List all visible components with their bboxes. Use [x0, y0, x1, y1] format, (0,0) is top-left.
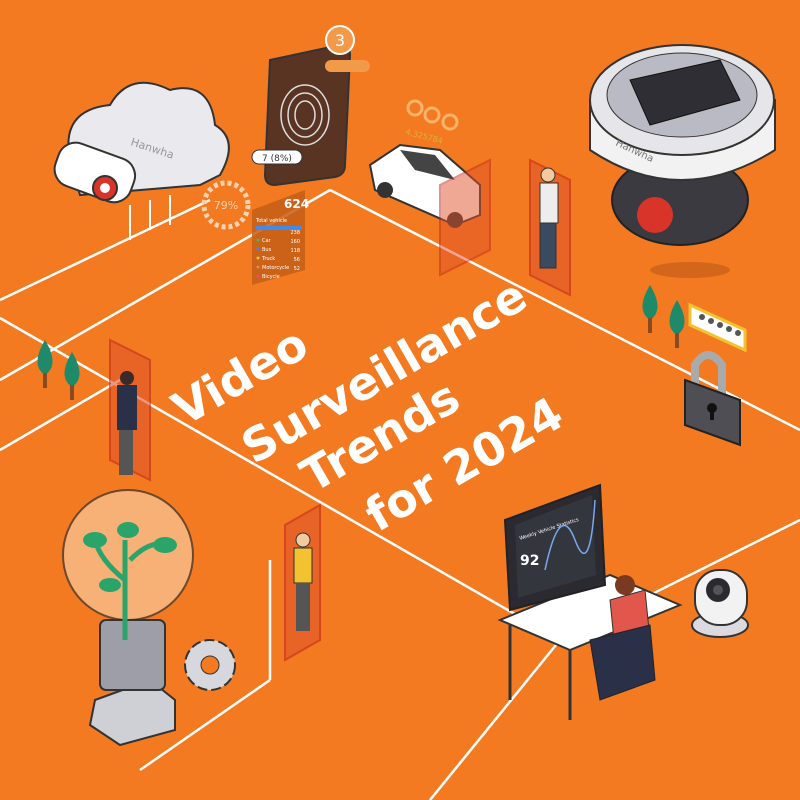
- stat-row-value: 238: [290, 230, 300, 236]
- stat-row-dot: [256, 238, 260, 242]
- password-field-icon: [688, 302, 747, 353]
- badge-number: 3: [335, 31, 345, 50]
- dome-camera: Hanwha: [589, 44, 776, 278]
- stat-row-dot: [256, 274, 260, 278]
- stat-row-name: Motorcycle: [262, 265, 289, 271]
- stat-row-name: Bus: [262, 247, 272, 253]
- fingerprint-icon: [280, 84, 330, 146]
- gear-icon: [184, 639, 236, 691]
- person-scan-panel: [529, 158, 571, 297]
- stat-row-dot: [256, 265, 260, 269]
- woman-phone-panel: [284, 503, 321, 662]
- stat-row-value: 160: [290, 239, 300, 245]
- monitor-value: 92: [520, 553, 539, 569]
- stat-row-dot: [256, 256, 260, 260]
- fingerprint-panel: 3 7 (8%): [251, 25, 370, 187]
- gauge-percent: 79%: [214, 199, 238, 212]
- car-counter: 4,325784: [404, 127, 443, 146]
- stat-row-name: Car: [262, 238, 272, 244]
- stat-row-value: 52: [294, 266, 300, 272]
- car: 4,325784: [368, 99, 491, 277]
- trees: [37, 285, 685, 400]
- stat-row-name: Bicycle: [262, 274, 280, 280]
- workstation: Weekly Vehicle Statistics 92: [497, 483, 683, 720]
- lightbulb-plant: [62, 489, 194, 747]
- indoor-camera: [691, 569, 749, 638]
- stat-row-value: 56: [294, 257, 300, 263]
- headline: Video Surveillance Trends for 2024: [163, 268, 572, 542]
- cloud-camera: Hanwha: [53, 81, 230, 240]
- stat-row-name: Truck: [261, 256, 275, 262]
- walking-person-panel: [109, 338, 151, 482]
- stat-row-dot: [256, 247, 260, 251]
- fingerprint-stat: 7 (8%): [262, 154, 292, 164]
- stat-row-value: 118: [290, 248, 300, 254]
- padlock-icon: [684, 351, 741, 447]
- stats-label: Total vehicle: [255, 218, 287, 224]
- stats-total: 624: [284, 197, 309, 211]
